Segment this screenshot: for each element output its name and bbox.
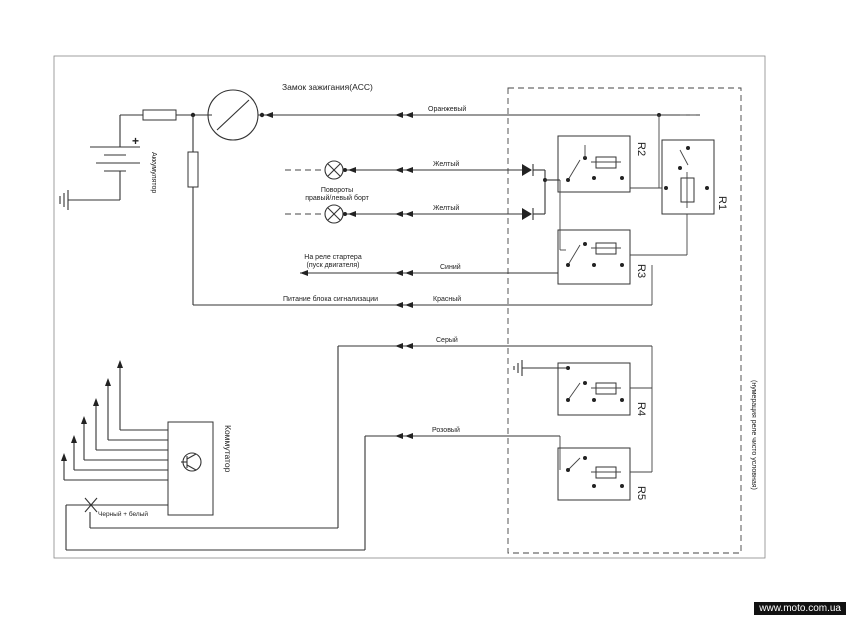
relay-r1-label: R1 [716, 196, 728, 210]
transistor-icon [181, 452, 202, 472]
commutator-outputs [61, 360, 168, 481]
diode-1-icon [522, 164, 545, 176]
relay-r4 [557, 362, 631, 416]
wire-label-red: Красный [433, 295, 461, 303]
black-white-label: Черный + белый [98, 510, 148, 518]
turn-lamp-right-icon [324, 160, 344, 180]
commutator-box [167, 421, 214, 516]
relay-r5-label: R5 [635, 486, 647, 500]
outer-frame [53, 55, 766, 559]
relay-r2-label: R2 [635, 142, 647, 156]
wire-label-gray: Серый [436, 336, 458, 344]
commutator-label: Коммутатор [223, 425, 233, 473]
wire-label-yellow-1: Желтый [433, 160, 459, 168]
turn-lamp-left-icon [324, 204, 344, 224]
relay-r2 [557, 135, 631, 193]
relay-note: (нумерация реле чисто условная) [750, 380, 757, 490]
relay-r3 [557, 229, 631, 285]
ignition-switch-icon [207, 89, 259, 141]
starter-label-2: (пуск двигателя) [307, 262, 360, 269]
turn-signals-label-2: правый/левый борт [305, 194, 369, 202]
ignition-label: Замок зажигания(ACC) [282, 82, 373, 92]
wire-label-orange: Оранжевый [428, 105, 466, 113]
wire-cut-icon [84, 497, 98, 513]
relay-r3-label: R3 [635, 264, 647, 278]
battery-plus: + [132, 134, 139, 148]
watermark: www.moto.com.ua [754, 602, 846, 615]
alarm-fuse [187, 151, 199, 188]
relay-block-enclosure [507, 87, 742, 554]
diode-2-icon [522, 208, 545, 220]
starter-label-1: На реле стартера [304, 254, 362, 261]
wire-label-yellow-2: Желтый [433, 204, 459, 212]
alarm-power-label: Питание блока сигнализации [283, 295, 378, 303]
wire-label-pink: Розовый [432, 426, 460, 434]
wire-label-blue: Синий [440, 263, 461, 271]
battery-label: Аккумулятор [150, 152, 157, 193]
relay-r4-label: R4 [635, 402, 647, 416]
relay-r1 [661, 139, 715, 215]
battery-symbol [68, 115, 140, 201]
turn-signals-label-1: Повороты [321, 187, 353, 194]
battery-ground-icon [59, 190, 69, 210]
relay-ground-icon [513, 360, 523, 376]
relay-r5 [557, 447, 631, 501]
main-fuse [142, 109, 177, 121]
